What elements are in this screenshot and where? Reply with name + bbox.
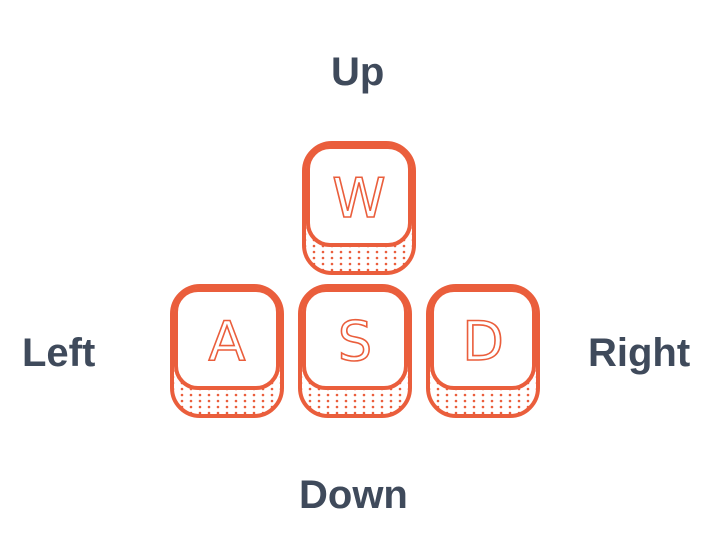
key-s-letter: S <box>338 310 372 373</box>
key-a-letter: A <box>209 310 246 373</box>
key-w-letter: W <box>332 167 385 230</box>
label-left: Left <box>22 331 96 375</box>
label-down: Down <box>299 473 408 517</box>
key-s: S <box>298 284 412 418</box>
label-up: Up <box>331 50 385 94</box>
key-w: W <box>302 141 416 275</box>
key-d-letter: D <box>462 310 504 373</box>
key-a: A <box>170 284 284 418</box>
label-right: Right <box>588 331 691 375</box>
key-d: D <box>426 284 540 418</box>
